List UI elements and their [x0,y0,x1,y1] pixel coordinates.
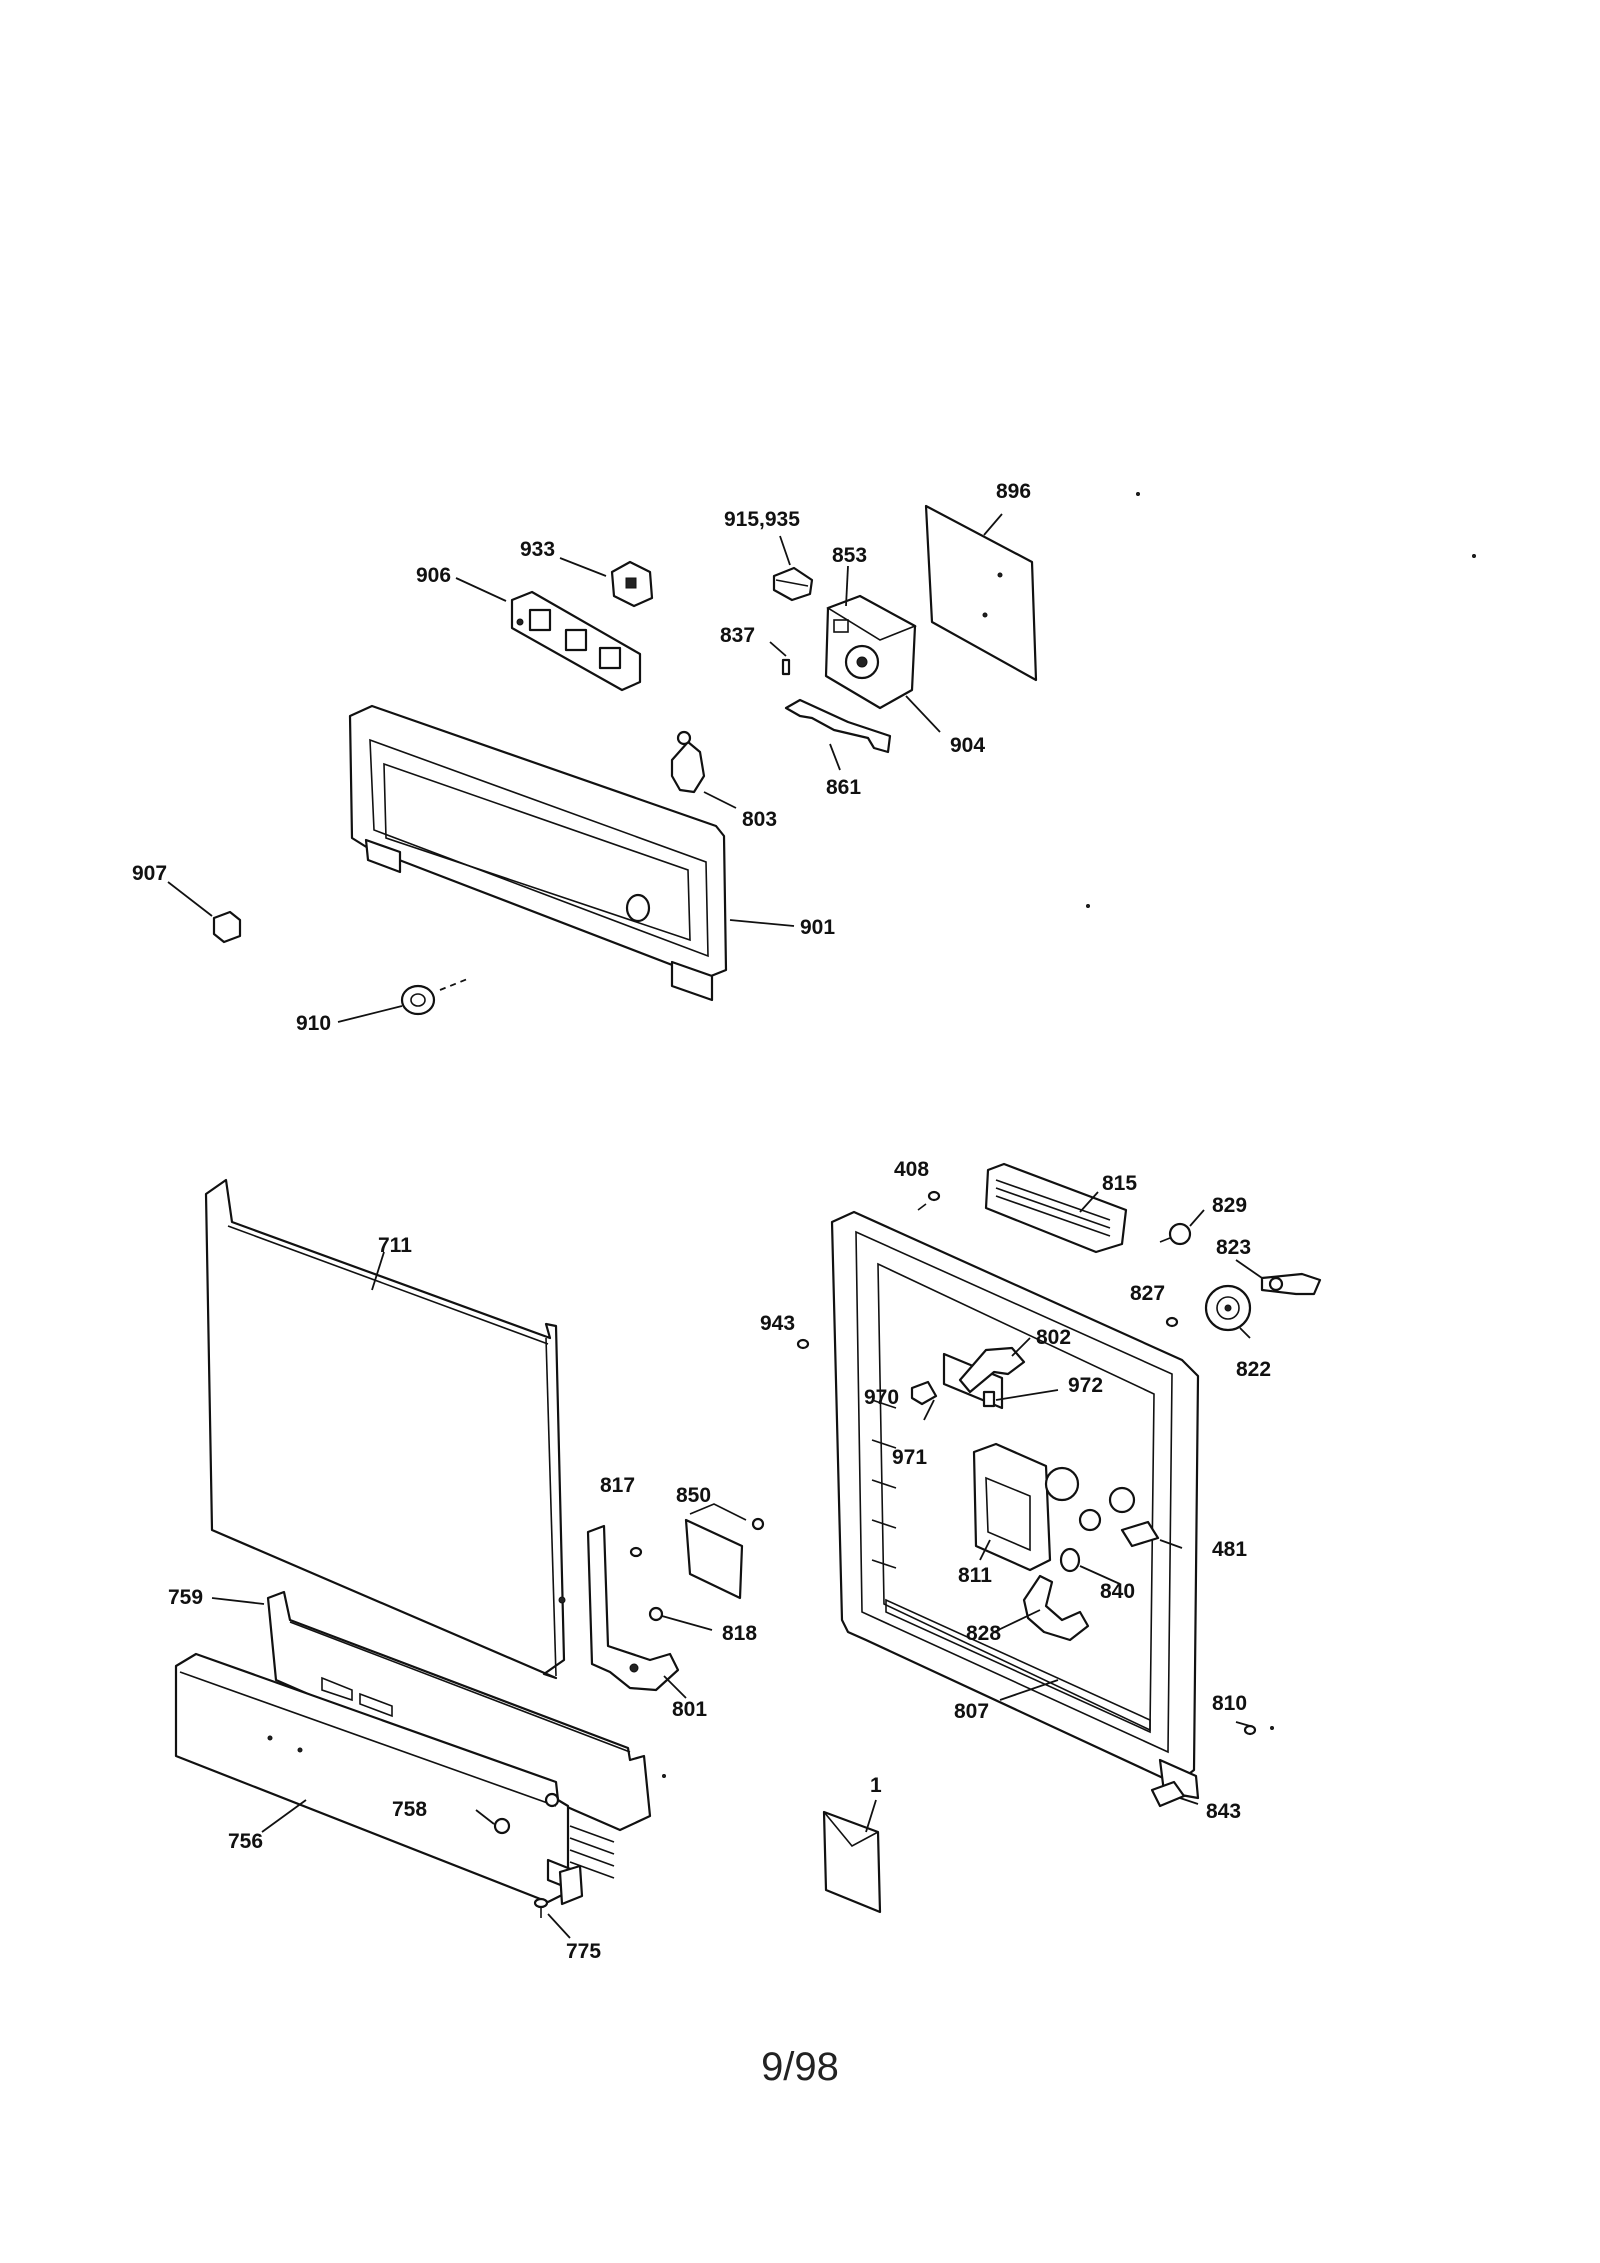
callout-971: 971 [892,1446,927,1469]
callout-840: 840 [1100,1580,1135,1603]
callout-943: 943 [760,1312,795,1335]
part-802-actuator [958,1346,1026,1394]
callout-801: 801 [672,1698,707,1721]
callout-481: 481 [1212,1538,1247,1561]
part-818-screw [648,1606,664,1622]
part-827-screw [1165,1316,1179,1328]
callout-711: 711 [378,1234,412,1257]
part-828-lever [1022,1574,1090,1642]
part-943-screw [796,1338,810,1350]
part-843-seal [1150,1780,1186,1808]
callout-818: 818 [722,1622,757,1645]
callout-810: 810 [1212,1692,1247,1715]
callout-802: 802 [1036,1326,1071,1349]
part-1-literature-packet [822,1810,882,1914]
part-822-knob [1204,1284,1252,1332]
part-970-bumper [910,1380,938,1406]
callout-817: 817 [600,1474,635,1497]
part-972-plug [982,1390,996,1408]
part-915-935-switch-block [772,566,814,602]
callout-829: 829 [1212,1194,1247,1217]
part-896-cover-plate [924,504,1038,682]
callout-843: 843 [1206,1800,1241,1823]
callout-828: 828 [966,1622,1001,1645]
part-861-link [784,698,892,754]
part-815-vent [984,1162,1128,1254]
callout-861: 861 [826,776,861,799]
date-code: 9/98 [761,2045,839,2089]
part-840-fitting [1059,1547,1081,1573]
leader-lines [167,513,1263,1939]
part-901-control-panel [348,704,728,1002]
callout-933: 933 [520,538,555,561]
part-817-screw [629,1546,643,1558]
callout-896: 896 [996,480,1031,503]
callout-823: 823 [1216,1236,1251,1259]
callout-labels: 896 915,935 933 853 906 837 904 861 803 … [132,480,1271,1963]
part-756-kickplate [174,1652,615,1906]
part-803-switch [670,730,706,794]
callout-853: 853 [832,544,867,567]
callout-815: 815 [1102,1172,1137,1195]
part-907-knob [212,910,242,944]
callout-811: 811 [958,1564,992,1587]
callout-837: 837 [720,624,755,647]
part-850-latch-cover [684,1503,765,1600]
callout-1: 1 [870,1774,882,1797]
callout-822: 822 [1236,1358,1271,1381]
part-711-door-panel [204,1178,566,1680]
part-758-grommet [493,1792,560,1835]
part-910-button [400,977,471,1016]
part-829-bushing [1159,1222,1192,1246]
callout-907: 907 [132,862,167,885]
callout-807: 807 [954,1700,989,1723]
callout-759: 759 [168,1586,203,1609]
scan-specks [662,492,1476,1778]
callout-827: 827 [1130,1282,1165,1305]
callout-972: 972 [1068,1374,1103,1397]
callout-904: 904 [950,734,985,757]
part-810-screw [1243,1724,1257,1736]
callout-803: 803 [742,808,777,831]
callout-910: 910 [296,1012,331,1035]
part-811-dispenser [972,1442,1136,1572]
callout-775: 775 [566,1940,601,1963]
part-837-screw [781,658,791,676]
part-823-shaft [1260,1272,1322,1296]
callout-850: 850 [676,1484,711,1507]
part-904-timer [824,594,917,710]
part-408-screw [917,1190,941,1211]
callout-408: 408 [894,1158,929,1181]
callout-915-935: 915,935 [724,508,800,531]
part-906-switch-bracket [510,590,642,692]
callout-906: 906 [416,564,451,587]
callout-970: 970 [864,1386,899,1409]
part-801-hinge-bracket [586,1524,680,1692]
part-933-clip [610,560,654,608]
callout-756: 756 [228,1830,263,1853]
part-775-screw [533,1897,549,1918]
callout-901: 901 [800,916,835,939]
part-481-block [1120,1520,1160,1548]
callout-758: 758 [392,1798,427,1821]
